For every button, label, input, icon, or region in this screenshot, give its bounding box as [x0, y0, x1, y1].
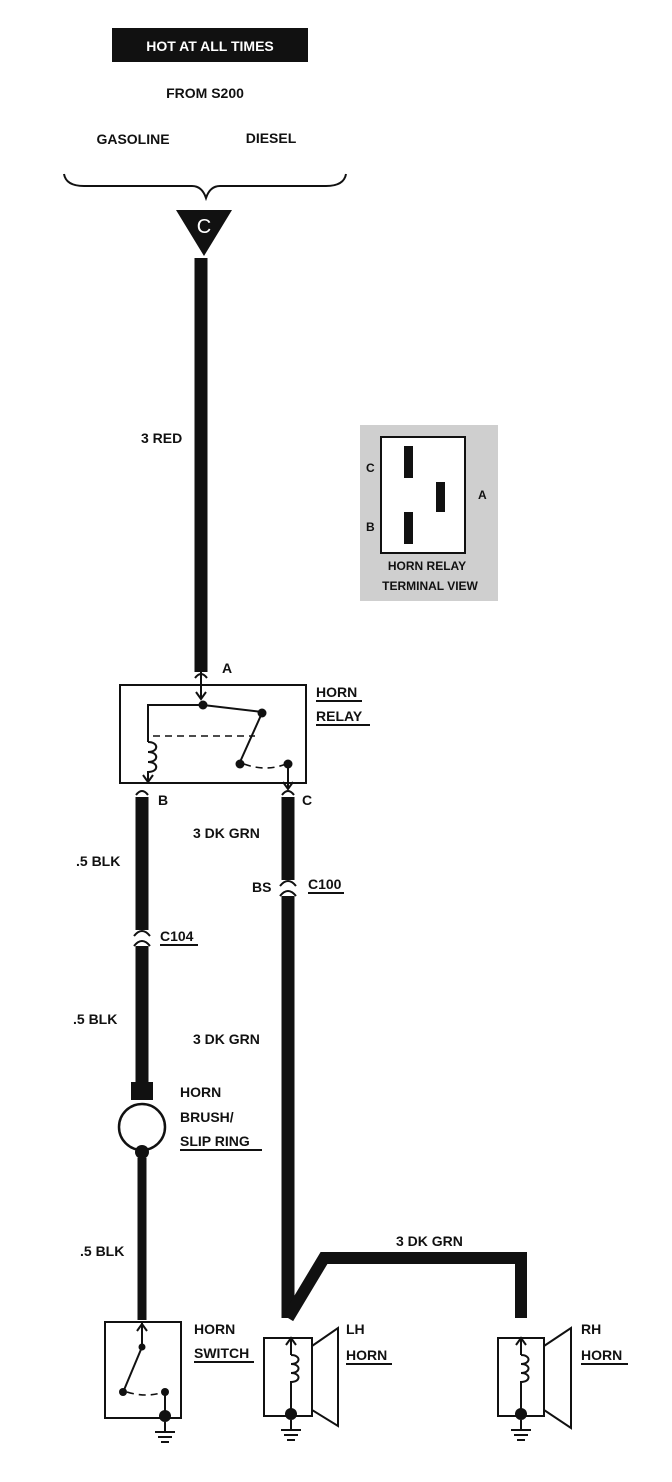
rh-horn-feed-wire — [282, 1252, 527, 1322]
lh-horn-ground-stud — [285, 1408, 297, 1420]
relay-contact-c-lead — [282, 764, 294, 791]
lh-horn-label-2: HORN — [346, 1347, 387, 1363]
horn-relay-label-1: HORN — [316, 684, 357, 700]
c100-connector — [279, 880, 297, 897]
rh-horn-label-1: RH — [581, 1321, 601, 1337]
lh-horn-bell — [311, 1326, 339, 1428]
rh-horn-label-2: HORN — [581, 1347, 622, 1363]
lh-horn-box — [263, 1337, 313, 1417]
relay-coil — [142, 741, 158, 784]
relay-terminal-c-label: C — [302, 792, 312, 808]
slip-ring-label-2: BRUSH/ — [180, 1109, 234, 1125]
rh-horn-ground-icon — [511, 1420, 531, 1441]
terminal-pin-a — [436, 482, 445, 512]
wire-to-horn-switch-label: .5 BLK — [80, 1243, 124, 1259]
relay-switch-arm — [239, 712, 263, 763]
gasoline-label: GASOLINE — [96, 131, 169, 147]
relay-terminal-a-label: A — [222, 660, 232, 676]
variant-brace — [63, 173, 347, 202]
slip-ring-brush — [131, 1082, 153, 1100]
horn-relay-box — [119, 684, 307, 784]
horn-switch-input — [136, 1322, 148, 1345]
horn-relay-label-2: RELAY — [316, 708, 363, 724]
connector-c-triangle — [176, 210, 232, 256]
relay-contact-gap — [243, 763, 287, 769]
horn-switch-contact — [119, 1388, 127, 1396]
lh-horn-label-1: LH — [346, 1321, 365, 1337]
slip-ring-label-3: SLIP RING — [180, 1133, 250, 1149]
terminal-pin-a-label: A — [478, 488, 487, 502]
c100-label: C100 — [308, 876, 342, 892]
relay-terminal-b-cap — [135, 790, 149, 796]
terminal-pin-b — [404, 512, 413, 544]
rh-horn-ground-stud — [515, 1408, 527, 1420]
rh-horn-coil — [515, 1336, 530, 1410]
terminal-view-housing — [380, 436, 466, 554]
hot-at-all-times-box — [112, 28, 308, 62]
terminal-pin-c — [404, 446, 413, 478]
relay-coil-feed — [147, 704, 263, 742]
relay-terminal-a-arrow — [194, 672, 208, 701]
horn-switch-label-2: SWITCH — [194, 1345, 249, 1361]
c104-label: C104 — [160, 928, 194, 944]
hot-at-all-times-label: HOT AT ALL TIMES — [146, 38, 274, 54]
horn-switch-ground-stud — [159, 1410, 171, 1422]
terminal-view-caption-1: HORN RELAY — [388, 559, 466, 573]
horn-switch-ground-icon — [155, 1422, 175, 1443]
horn-switch-arm — [123, 1346, 143, 1391]
c104-connector — [133, 930, 151, 947]
terminal-view-caption-2: TERMINAL VIEW — [382, 579, 478, 593]
connector-c-letter: C — [197, 216, 211, 238]
terminal-pin-b-label: B — [366, 520, 375, 534]
relay-terminal-c-cap — [281, 790, 295, 796]
terminal-pin-c-label: C — [366, 461, 375, 475]
relay-contact-moving — [235, 759, 245, 769]
wire-c-upper-label: 3 DK GRN — [193, 825, 260, 841]
rh-horn-feed-label: 3 DK GRN — [396, 1233, 463, 1249]
relay-terminal-b-label: B — [158, 792, 168, 808]
c100-pin-label: BS — [252, 879, 271, 895]
slip-ring-contact — [135, 1145, 149, 1159]
wire-b-upper-label: .5 BLK — [76, 853, 120, 869]
horn-switch-gap — [126, 1391, 165, 1396]
diesel-label: DIESEL — [246, 130, 297, 146]
rh-horn-bell — [543, 1326, 572, 1430]
wire-c-lower-label: 3 DK GRN — [193, 1031, 260, 1047]
slip-ring-label-1: HORN — [180, 1084, 221, 1100]
lh-horn-ground-icon — [281, 1420, 301, 1441]
feed-wire-label: 3 RED — [141, 430, 182, 446]
lh-horn-coil — [285, 1336, 300, 1410]
from-s200-label: FROM S200 — [166, 85, 244, 101]
wire-b-lower-label: .5 BLK — [73, 1011, 117, 1027]
slip-ring — [117, 1102, 167, 1152]
horn-switch-label-1: HORN — [194, 1321, 235, 1337]
